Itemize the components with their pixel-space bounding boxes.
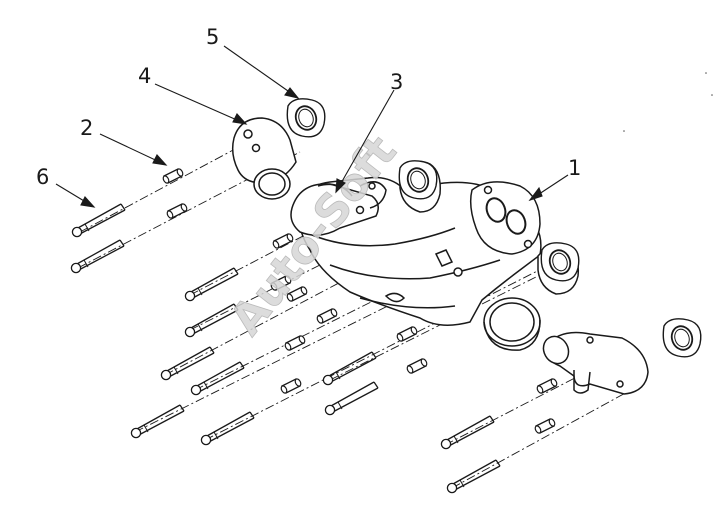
gasket-mid [398,159,438,200]
specks [623,72,713,132]
exhaust-pipe [290,181,387,236]
callout-6: 6 [36,165,50,189]
callout-1: 1 [568,156,582,180]
gasket-part-5 [286,97,326,138]
elbow-pipe-lower [542,331,649,395]
callout-5: 5 [206,25,220,49]
callout-2: 2 [80,116,94,140]
gasket-right [540,241,580,282]
gasket-far-right [662,317,702,358]
callout-3: 3 [390,70,404,94]
manifold-flange-large [469,181,541,255]
elbow-pipe-upper [231,117,297,200]
callout-4: 4 [138,64,152,88]
leader-lines [55,45,569,208]
